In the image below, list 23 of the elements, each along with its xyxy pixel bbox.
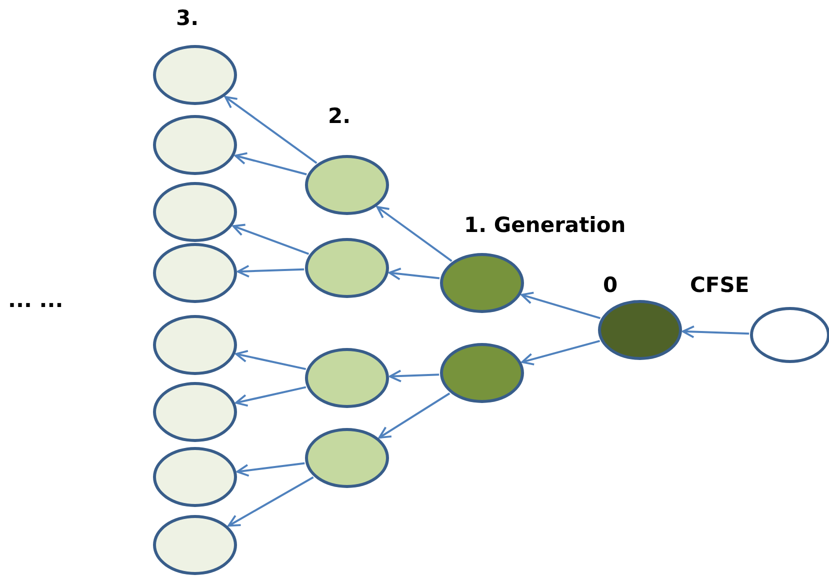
arrow (234, 152, 307, 176)
arrow (388, 370, 440, 382)
arrow (682, 325, 750, 338)
arrow (521, 340, 600, 366)
generation-label: 3. (176, 8, 199, 29)
arrow (232, 224, 310, 255)
arrow (235, 350, 306, 370)
generation-label: ... ... (8, 290, 64, 311)
generation-label: 1. Generation (464, 215, 626, 236)
arrow (224, 96, 318, 164)
arrow (236, 264, 304, 278)
generation-label: 2. (328, 106, 351, 127)
arrow (520, 292, 601, 320)
arrow (235, 386, 306, 407)
arrow (228, 476, 314, 527)
ellipse-node (305, 155, 389, 215)
arrow (236, 462, 305, 477)
generation-number: 0 (603, 275, 618, 296)
ellipse-node (305, 428, 389, 488)
generation-label: CFSE (690, 275, 750, 296)
arrow (388, 268, 440, 280)
arrow (376, 206, 452, 262)
arrow (378, 392, 450, 439)
